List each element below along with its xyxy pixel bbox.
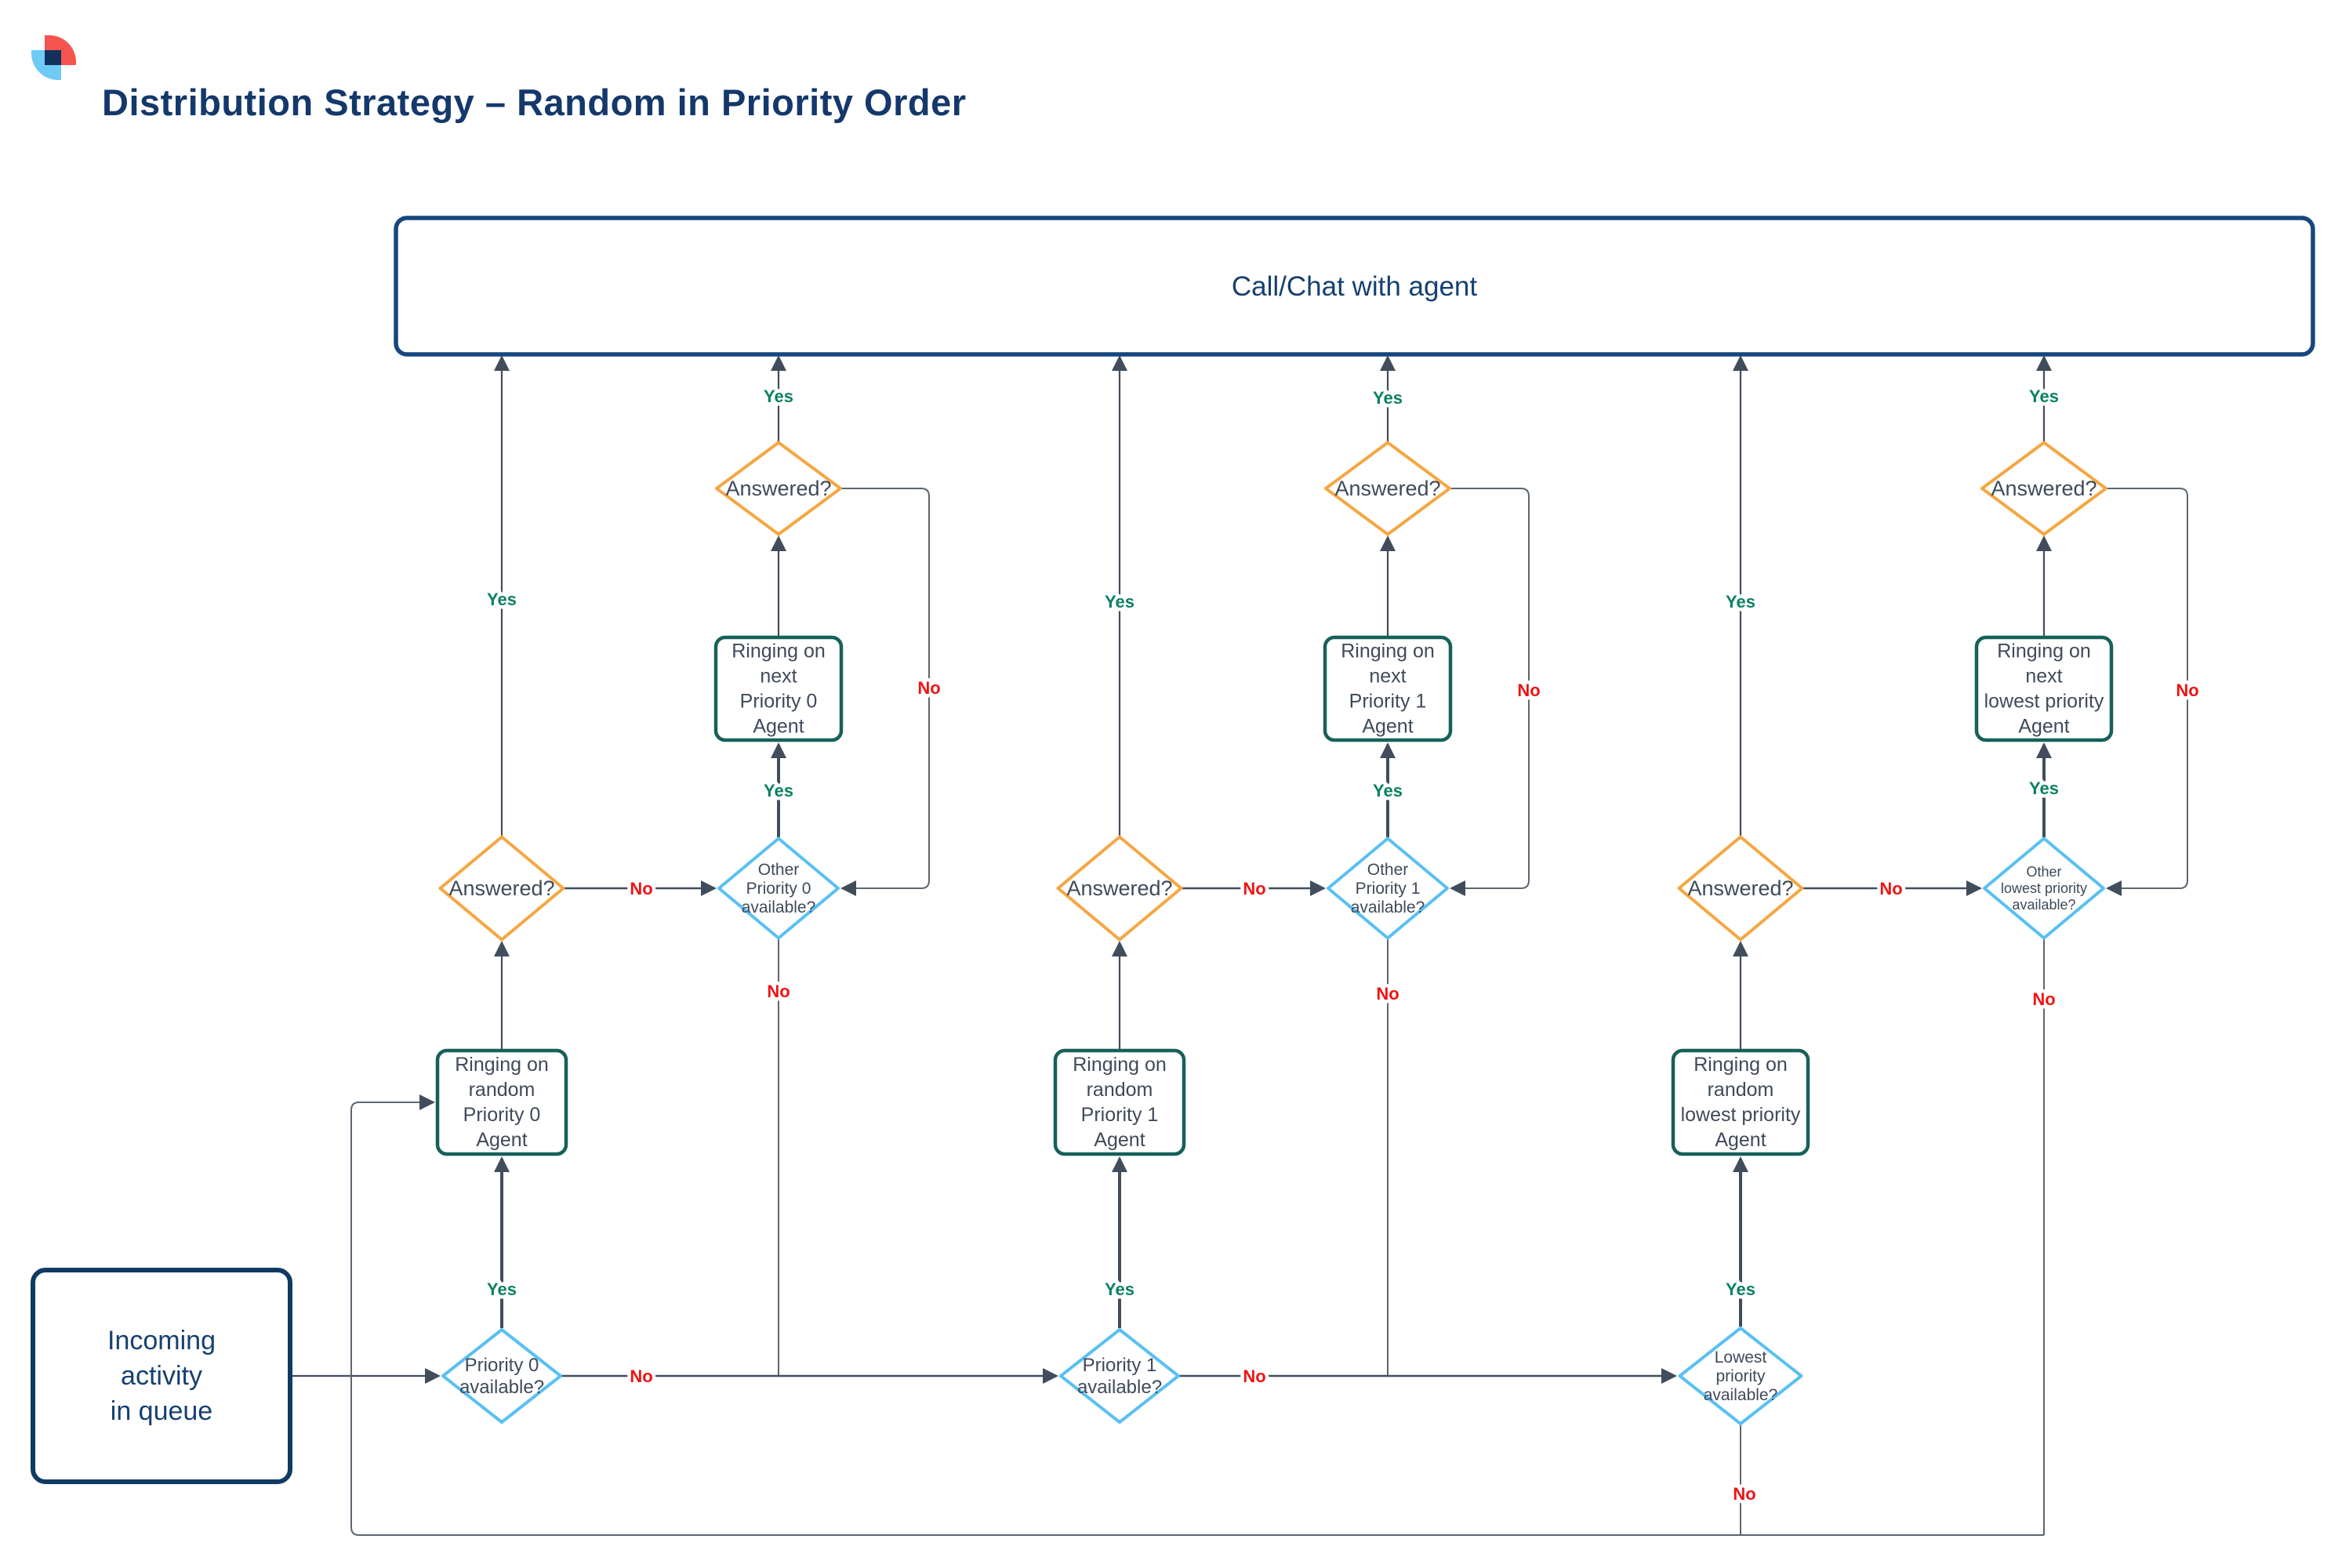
ringing-random-priority-0-box-shape	[435, 1048, 568, 1156]
label-yes-otherlow: Yes	[2029, 779, 2059, 798]
label-no-answered0: No	[630, 879, 652, 898]
answered-priority-0-next-diamond: Answered?	[715, 441, 842, 536]
label-yes-answered0: Yes	[487, 590, 517, 609]
label-no-answerednext1: No	[1517, 681, 1540, 700]
page-title: Distribution Strategy – Random in Priori…	[102, 82, 967, 124]
answered-priority-0-random-diamond-shape	[438, 835, 565, 942]
answered-priority-1-next-diamond: Answered?	[1324, 441, 1451, 536]
label-yes-answeredlow: Yes	[1726, 592, 1755, 612]
label-yes-other0: Yes	[764, 781, 793, 800]
logo-overlap-shape	[45, 50, 61, 65]
label-no-priority0: No	[630, 1367, 652, 1386]
answered-priority-1-random-diamond-shape	[1056, 835, 1183, 942]
label-yes-answered1: Yes	[1105, 592, 1134, 612]
label-yes-answerednextlow: Yes	[2029, 387, 2059, 406]
label-yes-answerednext1: Yes	[1373, 388, 1403, 408]
label-no-other1: No	[1376, 984, 1399, 1004]
label-no-other0: No	[767, 982, 790, 1001]
ringing-next-lowest-priority-box-shape	[1974, 635, 2114, 742]
label-yes-priority1: Yes	[1105, 1279, 1134, 1299]
answered-lowest-next-diamond-shape	[1980, 441, 2107, 536]
answered-lowest-random-diamond: Answered?	[1677, 835, 1804, 942]
labels-layer: YesYesNoYesYesNoNoNoYesYesNoYesYesNoNoNo…	[484, 383, 2203, 1508]
answered-priority-0-random-diamond: Answered?	[438, 835, 565, 942]
label-yes-answerednext0: Yes	[764, 387, 793, 406]
ringing-next-priority-0-box-shape	[713, 635, 844, 742]
label-no-otherlow: No	[2032, 989, 2055, 1009]
call-chat-with-agent-box: Call/Chat with agent	[394, 216, 2315, 357]
label-no-priority1: No	[1243, 1367, 1265, 1386]
answered-priority-0-next-diamond-shape	[715, 441, 842, 536]
edge-bottom-loop-restart	[350, 1094, 2044, 1536]
answered-priority-1-random-diamond: Answered?	[1056, 835, 1183, 942]
answered-priority-0-random-diamond-label: Answered?	[448, 877, 554, 900]
call-chat-with-agent-box-label: Call/Chat with agent	[1232, 271, 1477, 302]
incoming-activity-box-shape	[31, 1268, 292, 1484]
priority-1-available-diamond-shape	[1059, 1328, 1180, 1424]
answered-priority-1-random-diamond-label: Answered?	[1066, 877, 1172, 900]
label-yes-priority0: Yes	[487, 1279, 517, 1299]
answered-lowest-next-diamond-label: Answered?	[1991, 477, 2096, 500]
other-priority-0-available-diamond-shape	[717, 837, 840, 940]
label-yes-other1: Yes	[1373, 781, 1403, 800]
edge-answerednext0-no-loop	[840, 488, 930, 896]
answered-lowest-random-diamond-label: Answered?	[1687, 877, 1793, 900]
edge-answerednextlow-no-loop	[2106, 488, 2188, 896]
label-no-answeredlow: No	[1879, 879, 1902, 898]
edges-layer	[290, 355, 2188, 1536]
label-no-answered1: No	[1243, 879, 1265, 898]
label-no-lowest: No	[1733, 1484, 1755, 1504]
edge-answerednext1-no-loop	[1450, 488, 1530, 896]
ringing-random-lowest-priority-box-shape	[1671, 1048, 1810, 1156]
lowest-priority-available-diamond-shape	[1678, 1327, 1803, 1425]
answered-lowest-next-diamond: Answered?	[1980, 441, 2107, 536]
answered-lowest-random-diamond-shape	[1677, 835, 1804, 942]
call-chat-with-agent-box-shape	[394, 216, 2315, 357]
ringing-random-priority-1-box-shape	[1053, 1048, 1186, 1156]
answered-priority-1-next-diamond-shape	[1324, 441, 1451, 536]
label-no-answerednextlow: No	[2176, 681, 2198, 700]
answered-priority-1-next-diamond-label: Answered?	[1334, 477, 1440, 500]
other-lowest-priority-available-diamond-shape	[1983, 837, 2105, 940]
app-logo	[31, 34, 78, 83]
label-yes-lowest: Yes	[1726, 1279, 1755, 1299]
ringing-next-priority-1-box-shape	[1323, 635, 1453, 742]
label-no-answerednext0: No	[917, 678, 940, 698]
priority-0-available-diamond-shape	[441, 1328, 562, 1424]
answered-priority-0-next-diamond-label: Answered?	[725, 477, 831, 500]
other-priority-1-available-diamond-shape	[1327, 837, 1449, 940]
